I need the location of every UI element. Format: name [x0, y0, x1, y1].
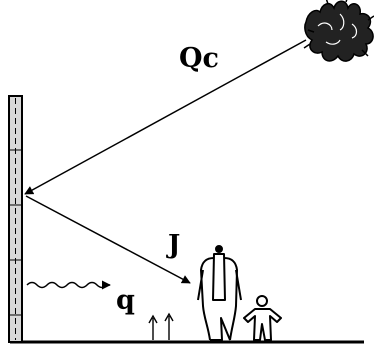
qc-label: Qc	[179, 43, 219, 74]
wall-icon	[8, 95, 23, 343]
j-label: J	[166, 230, 180, 260]
radiant-arrow	[25, 195, 191, 284]
fire-icon	[303, 0, 374, 62]
vapor-arrows-icon	[148, 312, 174, 340]
child-figure-icon	[243, 295, 282, 341]
convective-arrow	[24, 39, 307, 195]
q-label: q	[116, 285, 135, 316]
adult-figure-icon	[197, 245, 242, 341]
conductive-arrow	[26, 280, 111, 290]
